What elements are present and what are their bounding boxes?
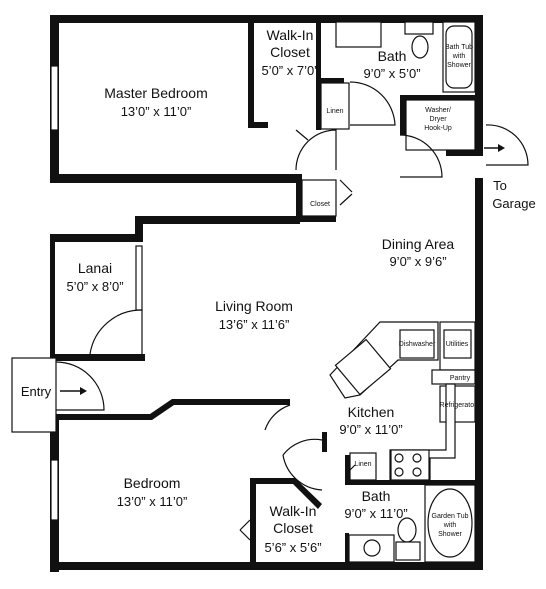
walkin-closet-1-name-line2: Closet	[270, 44, 310, 60]
master-bedroom-size: 13’0” x 11’0”	[121, 104, 192, 119]
washer-dryer-label-line1: Washer/	[425, 107, 451, 114]
entry-label: Entry	[21, 384, 52, 399]
walkin-closet-2-size: 5’6” x 5’6”	[264, 540, 321, 555]
walkin-closet-1-size: 5’0” x 7’0”	[261, 63, 318, 78]
bedroom-size: 13’0” x 11’0”	[117, 494, 188, 509]
walkin-closet-2-name-line1: Walk-In	[270, 503, 317, 519]
bath-1-name: Bath	[378, 48, 407, 64]
bath-tub-label-line3: Shower	[447, 62, 471, 69]
pantry-label: Pantry	[450, 375, 471, 382]
master-bedroom-name: Master Bedroom	[104, 85, 207, 101]
linen-1-label: Linen	[326, 108, 343, 115]
bath-1-size: 9’0” x 5’0”	[363, 66, 420, 81]
linen-2-label: Linen	[354, 461, 371, 468]
dining-area-size: 9’0” x 9’6”	[389, 254, 446, 269]
washer-dryer-label-line3: Hook-Up	[424, 125, 452, 132]
utilities-label: Utilities	[446, 341, 469, 348]
bath-2-size: 9’0” x 11’0”	[344, 506, 407, 521]
washer-dryer-label-line2: Dryer	[429, 116, 447, 123]
refrigerator-label: Refrigerator	[440, 402, 478, 409]
bath-2-name: Bath	[362, 488, 391, 504]
doors	[55, 81, 529, 541]
garden-tub-label-line1: Garden Tub	[432, 513, 469, 520]
to-garage-label-line1: To	[493, 178, 507, 193]
lanai-size: 5’0” x 8’0”	[66, 279, 123, 294]
dining-area-name: Dining Area	[382, 236, 455, 252]
kitchen-name: Kitchen	[348, 404, 395, 420]
kitchen-size: 9’0” x 11’0”	[339, 422, 402, 437]
bath-tub-label-line1: Bath Tub	[445, 44, 473, 51]
bedroom-name: Bedroom	[124, 475, 181, 491]
to-garage-label-line2: Garage	[492, 196, 535, 211]
closet-label: Closet	[310, 201, 330, 208]
walkin-closet-1-name-line1: Walk-In	[267, 27, 314, 43]
garden-tub-label-line3: Shower	[438, 531, 462, 538]
walkin-closet-2-name-line2: Closet	[273, 520, 313, 536]
fixtures	[11, 21, 476, 563]
arrows	[60, 144, 505, 395]
dishwasher-label: Dishwasher	[399, 341, 436, 348]
living-room-size: 13’6” x 11’6”	[219, 317, 290, 332]
bath-tub-label-line2: with	[452, 53, 466, 60]
lanai-name: Lanai	[78, 260, 112, 276]
living-room-name: Living Room	[215, 298, 293, 314]
garden-tub-label-line2: with	[443, 522, 457, 529]
